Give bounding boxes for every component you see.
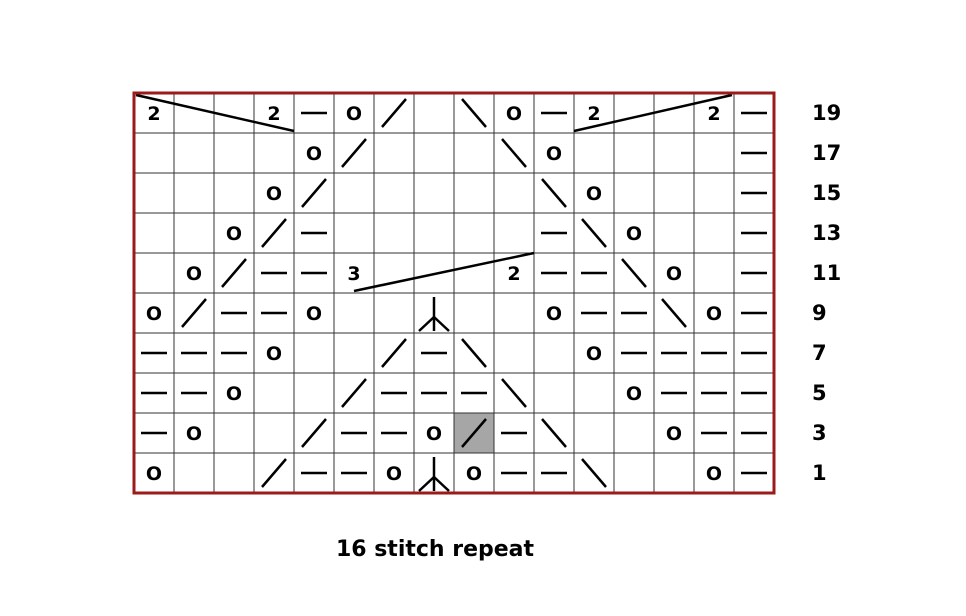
yarn-over-symbol: O [666, 263, 682, 285]
left-decrease-symbol [501, 138, 527, 168]
cable-count-label: 2 [707, 103, 720, 125]
yarn-over-symbol: O [626, 223, 642, 245]
left-decrease-symbol [581, 218, 607, 248]
yarn-over-symbol: O [626, 383, 642, 405]
cable-connector-line [135, 93, 295, 133]
right-decrease-symbol [381, 98, 407, 128]
yarn-over-symbol: O [226, 383, 242, 405]
yarn-over-symbol: O [186, 263, 202, 285]
row-number: 15 [812, 181, 842, 205]
yarn-over-symbol: O [666, 423, 682, 445]
yarn-over-symbol: O [306, 143, 322, 165]
cable-connector-line [353, 251, 535, 293]
double-decrease-symbol [418, 297, 450, 332]
cable-connector-line [573, 93, 733, 133]
right-decrease-symbol [461, 418, 487, 448]
yarn-over-symbol: O [146, 463, 162, 485]
yarn-over-symbol: O [306, 303, 322, 325]
right-decrease-symbol [301, 418, 327, 448]
cable-count-label: 2 [507, 263, 520, 285]
yarn-over-symbol: O [586, 343, 602, 365]
row-number: 7 [812, 341, 827, 365]
row-number: 13 [812, 221, 842, 245]
yarn-over-symbol: O [586, 183, 602, 205]
yarn-over-symbol: O [146, 303, 162, 325]
yarn-over-symbol: O [266, 343, 282, 365]
row-number: 1 [812, 461, 827, 485]
right-decrease-symbol [181, 298, 207, 328]
yarn-over-symbol: O [466, 463, 482, 485]
row-number: 11 [812, 261, 842, 285]
chart-caption: 16 stitch repeat [335, 537, 535, 562]
right-decrease-symbol [261, 218, 287, 248]
double-decrease-left-branch [418, 476, 435, 492]
yarn-over-symbol: O [346, 103, 362, 125]
cable-count-label: 3 [347, 263, 360, 285]
right-decrease-symbol [261, 458, 287, 488]
row-number: 3 [812, 421, 827, 445]
row-number: 5 [812, 381, 827, 405]
right-decrease-symbol [221, 258, 247, 288]
yarn-over-symbol: O [706, 303, 722, 325]
cable-count-label: 2 [267, 103, 280, 125]
row-number: 9 [812, 301, 827, 325]
row-number: 19 [812, 101, 842, 125]
yarn-over-symbol: O [186, 423, 202, 445]
left-decrease-symbol [541, 418, 567, 448]
right-decrease-symbol [301, 178, 327, 208]
left-decrease-symbol [661, 298, 687, 328]
yarn-over-symbol: O [546, 303, 562, 325]
chart-border [132, 91, 776, 495]
yarn-over-symbol: O [266, 183, 282, 205]
yarn-over-symbol: O [506, 103, 522, 125]
right-decrease-symbol [341, 378, 367, 408]
yarn-over-symbol: O [546, 143, 562, 165]
double-decrease-right-branch [433, 316, 450, 332]
yarn-over-symbol: O [706, 463, 722, 485]
left-decrease-symbol [501, 378, 527, 408]
right-decrease-symbol [381, 338, 407, 368]
double-decrease-left-branch [418, 316, 435, 332]
left-decrease-symbol [621, 258, 647, 288]
double-decrease-symbol [418, 457, 450, 492]
row-number: 17 [812, 141, 842, 165]
cable-count-label: 2 [587, 103, 600, 125]
yarn-over-symbol: O [226, 223, 242, 245]
left-decrease-symbol [581, 458, 607, 488]
left-decrease-symbol [541, 178, 567, 208]
right-decrease-symbol [341, 138, 367, 168]
double-decrease-right-branch [433, 476, 450, 492]
cable-count-label: 2 [147, 103, 160, 125]
yarn-over-symbol: O [426, 423, 442, 445]
left-decrease-symbol [461, 98, 487, 128]
left-decrease-symbol [461, 338, 487, 368]
yarn-over-symbol: O [386, 463, 402, 485]
